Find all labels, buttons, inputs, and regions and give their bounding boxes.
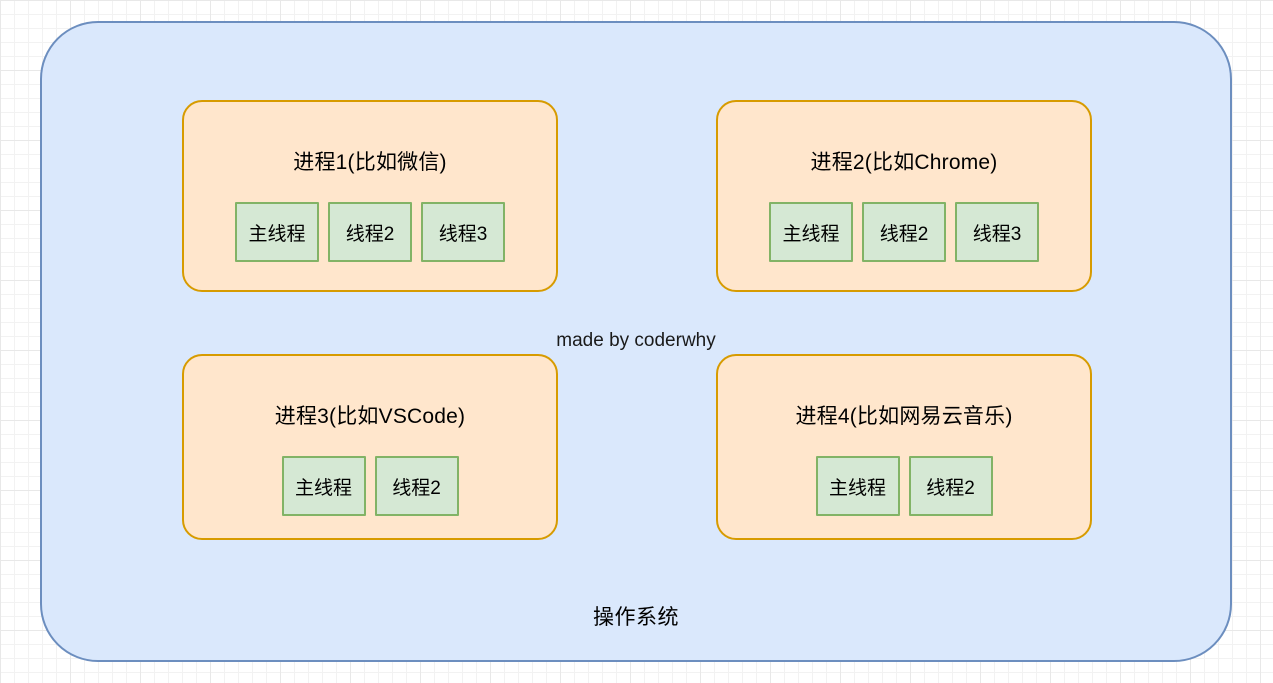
thread-box[interactable]: 线程3 <box>955 202 1039 262</box>
process-box-3[interactable]: 进程3(比如VSCode) 主线程 线程2 <box>182 354 558 540</box>
process-box-2[interactable]: 进程2(比如Chrome) 主线程 线程2 线程3 <box>716 100 1092 292</box>
process-box-1[interactable]: 进程1(比如微信) 主线程 线程2 线程3 <box>182 100 558 292</box>
process-title: 进程2(比如Chrome) <box>810 151 998 174</box>
thread-row: 主线程 线程2 线程3 <box>235 202 505 262</box>
thread-box[interactable]: 线程2 <box>374 456 459 516</box>
operating-system-label: 操作系统 <box>593 606 679 629</box>
process-box-4[interactable]: 进程4(比如网易云音乐) 主线程 线程2 <box>716 354 1092 540</box>
thread-box[interactable]: 线程2 <box>328 202 412 262</box>
thread-box[interactable]: 线程2 <box>908 456 993 516</box>
watermark-label: made by coderwhy <box>556 330 716 351</box>
thread-box[interactable]: 主线程 <box>769 202 853 262</box>
thread-box[interactable]: 主线程 <box>815 456 900 516</box>
thread-box[interactable]: 主线程 <box>235 202 319 262</box>
process-title: 进程3(比如VSCode) <box>274 405 466 428</box>
thread-box[interactable]: 线程2 <box>862 202 946 262</box>
process-title: 进程4(比如网易云音乐) <box>795 405 1013 428</box>
thread-box[interactable]: 主线程 <box>281 456 366 516</box>
thread-row: 主线程 线程2 线程3 <box>769 202 1039 262</box>
thread-row: 主线程 线程2 <box>281 456 459 516</box>
process-title: 进程1(比如微信) <box>293 151 447 174</box>
thread-box[interactable]: 线程3 <box>421 202 505 262</box>
thread-row: 主线程 线程2 <box>815 456 993 516</box>
operating-system-container[interactable]: 进程1(比如微信) 主线程 线程2 线程3 进程2(比如Chrome) 主线程 … <box>40 21 1232 662</box>
